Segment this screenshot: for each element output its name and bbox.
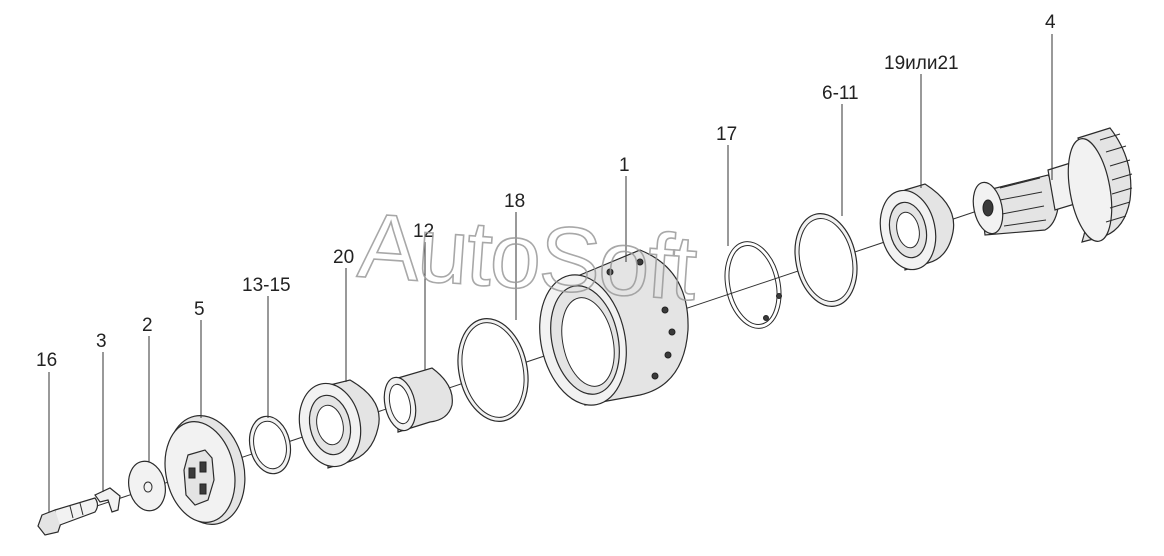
callout-13-15: 13-15 bbox=[242, 275, 291, 296]
part-16-bolt bbox=[37, 497, 99, 536]
callout-6-11: 6-11 bbox=[822, 83, 859, 104]
part-5-flange bbox=[164, 415, 246, 525]
callout-5: 5 bbox=[194, 299, 205, 320]
part-3-lock-plate bbox=[94, 487, 121, 513]
part-2-washer bbox=[128, 460, 166, 512]
part-19-21-bearing bbox=[879, 183, 955, 271]
callout-19-21: 19или21 bbox=[884, 53, 959, 74]
callout-17: 17 bbox=[716, 124, 737, 145]
part-12-spacer bbox=[383, 367, 453, 433]
callout-12: 12 bbox=[413, 221, 434, 242]
callout-2: 2 bbox=[142, 315, 153, 336]
callout-20: 20 bbox=[333, 247, 354, 268]
callout-1: 1 bbox=[619, 155, 630, 176]
callout-16: 16 bbox=[36, 350, 57, 371]
watermark: AutoSoft bbox=[355, 195, 700, 320]
part-17-retaining-ring bbox=[724, 241, 782, 329]
callout-18: 18 bbox=[504, 191, 525, 212]
part-6-11-shim bbox=[794, 213, 858, 307]
part-18-oring bbox=[457, 318, 529, 422]
part-1-housing bbox=[539, 249, 689, 406]
part-20-bearing bbox=[298, 379, 380, 469]
part-13-15-shim bbox=[248, 415, 292, 475]
callout-3: 3 bbox=[96, 331, 107, 352]
part-4-gear-shaft bbox=[972, 127, 1133, 243]
callout-4: 4 bbox=[1045, 12, 1056, 33]
